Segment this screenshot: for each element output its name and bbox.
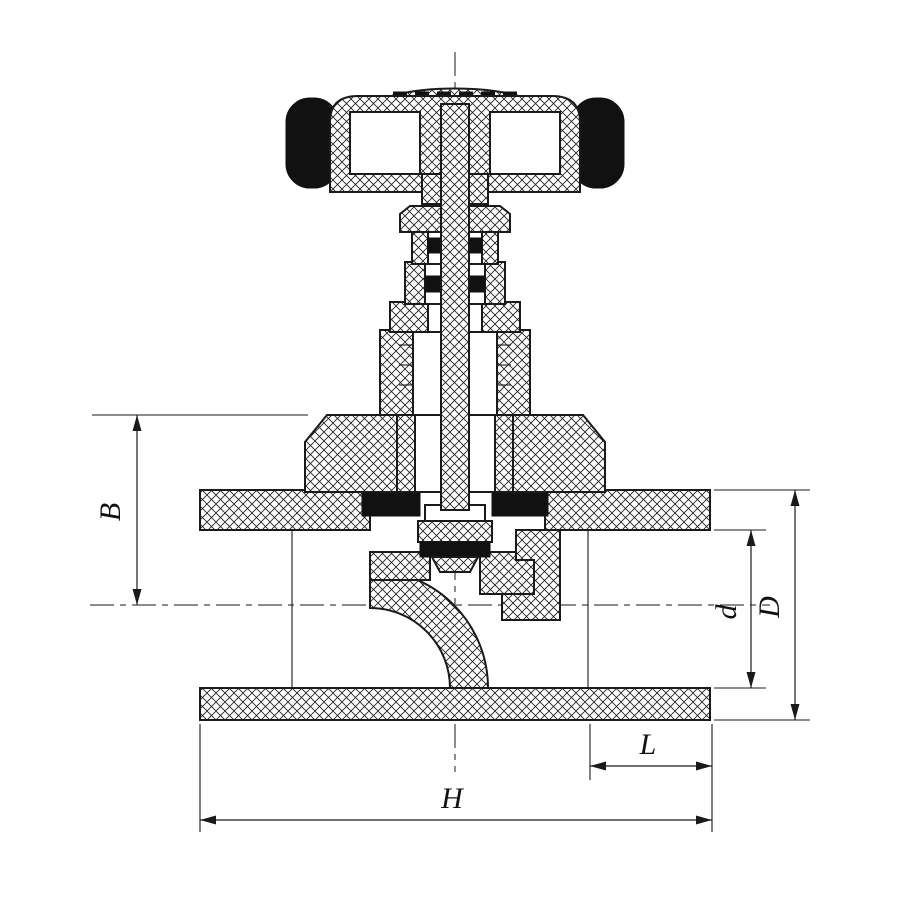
dimension-h: H [199,724,713,832]
dimension-b: B [92,414,308,605]
dimension-d: d [710,529,766,689]
outlet-hook-wall [501,529,561,621]
seal-left [361,491,421,517]
union-nut-left [304,414,398,493]
dim-label-d: d [710,604,743,620]
body-bottom-wall [199,687,711,721]
seat-partition [369,529,561,689]
disc-body [417,520,493,543]
dim-label-D: D [753,596,786,619]
dim-label-B: B [94,503,127,521]
body-top-wall-right [544,489,711,531]
dim-label-H: H [440,782,465,815]
dim-label-L: L [639,728,657,761]
disc-seal [419,541,491,558]
body-top-wall-left [199,489,371,531]
hub-pocket-left [349,111,421,175]
seal-right [491,491,549,517]
dimension-l: L [589,724,713,780]
seat-bridge-arc [369,568,490,689]
disc-tip [430,556,480,573]
stem-spindle [440,103,470,511]
hub-pocket-right [489,111,561,175]
union-nut-right [512,414,606,493]
dimension-D: D [714,489,810,721]
